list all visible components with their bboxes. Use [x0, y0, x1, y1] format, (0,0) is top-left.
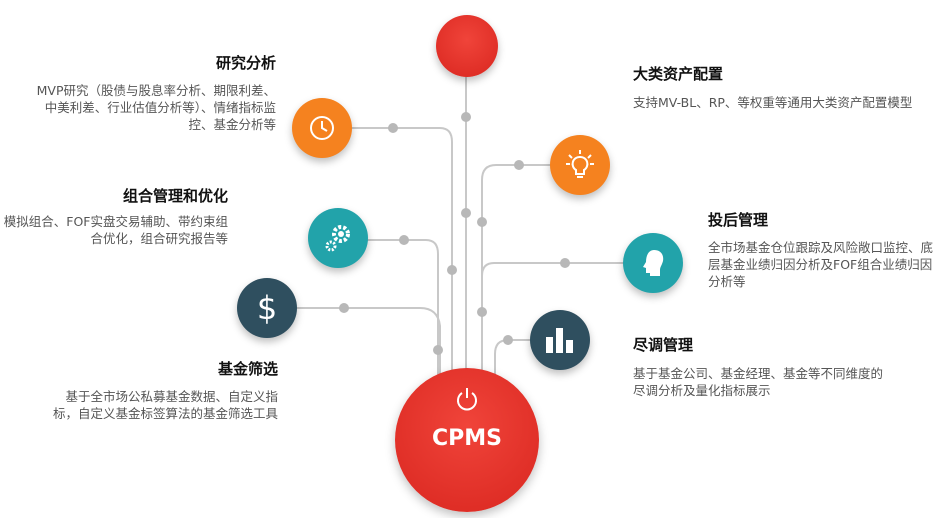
dollar-icon: $ [256, 289, 278, 327]
due-diligence-desc: 基于基金公司、基金经理、基金等不同维度的尽调分析及量化指标展示 [633, 366, 884, 398]
head-icon [643, 250, 664, 276]
asset-allocation-title: 大类资产配置 [633, 65, 724, 83]
portfolio-title: 组合管理和优化 [122, 187, 228, 205]
asset-allocation-node[interactable] [550, 135, 610, 195]
due-diligence-title: 尽调管理 [633, 336, 694, 354]
bar-chart-icon [546, 328, 573, 353]
post-investment-node[interactable] [623, 233, 683, 293]
fund-screening-desc: 基于全市场公私募基金数据、自定义指标，自定义基金标签算法的基金筛选工具 [52, 389, 278, 421]
gears-icon [325, 225, 350, 252]
fund-screening-title: 基金筛选 [217, 360, 278, 378]
portfolio-node[interactable] [308, 208, 368, 268]
post-investment-title: 投后管理 [708, 211, 769, 229]
top-node [436, 15, 498, 77]
post-investment-desc: 全市场基金仓位跟踪及风险敞口监控、底层基金业绩归因分析及FOF组合业绩归因分析等 [708, 240, 934, 289]
power-icon [457, 388, 477, 411]
lightbulb-icon [566, 150, 594, 178]
clock-icon [310, 116, 334, 140]
asset-allocation-desc: 支持MV-BL、RP、等权重等通用大类资产配置模型 [633, 95, 913, 110]
research-desc: MVP研究（股债与股息率分析、期限利差、中美利差、行业估值分析等）、情绪指标监控… [36, 83, 276, 132]
portfolio-desc: 模拟组合、FOF实盘交易辅助、带约束组合优化，组合研究报告等 [3, 214, 228, 246]
fund-screening-node[interactable]: $ [237, 278, 297, 338]
cpms-label: CPMS [431, 426, 502, 451]
research-node[interactable] [292, 98, 352, 158]
research-title: 研究分析 [215, 54, 276, 72]
cpms-center-node[interactable]: CPMS [395, 368, 539, 512]
due-diligence-node[interactable] [530, 310, 590, 370]
